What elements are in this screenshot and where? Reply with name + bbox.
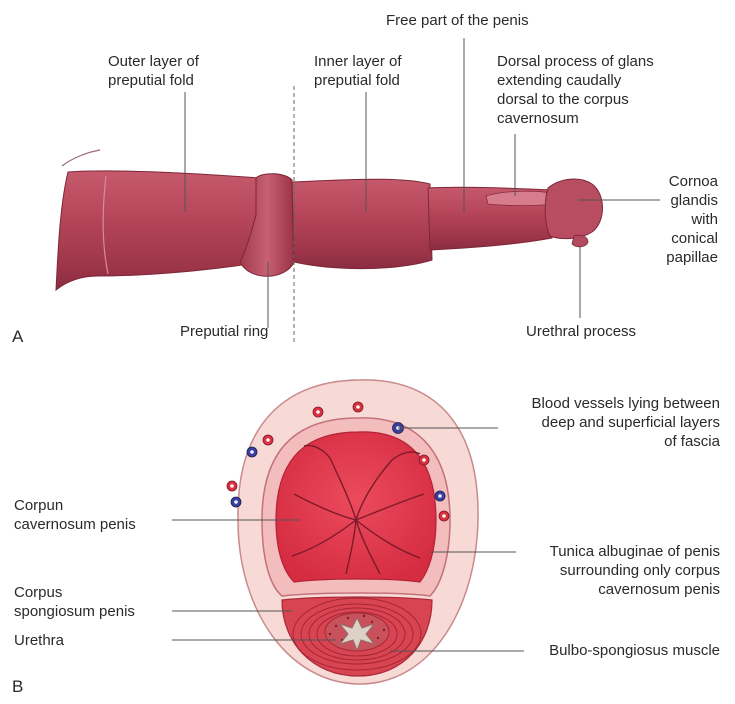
label-corpus-spongiosum: Corpus spongiosum penis [14,583,135,621]
label-tunica-line3: cavernosum penis [490,580,720,599]
label-cornoa-glandis: Cornoa glandis with conical papillae [640,172,718,267]
label-blood-vessels-line1: Blood vessels lying between [470,394,720,413]
outer-preputial-fold [56,171,262,290]
label-cornoa-line1: Cornoa [640,172,718,191]
label-urethra: Urethra [14,631,64,650]
label-bulbo-spongiosus: Bulbo-spongiosus muscle [500,641,720,660]
label-dorsal-process-line1: Dorsal process of glans [497,52,654,71]
label-free-part: Free part of the penis [386,11,529,30]
label-corpus-spongiosum-line1: Corpus [14,583,135,602]
label-corpus-cavernosum-line1: Corpun [14,496,136,515]
label-corpus-cavernosum-line2: cavernosum penis [14,515,136,534]
label-corpus-spongiosum-line2: spongiosum penis [14,602,135,621]
label-corpus-cavernosum: Corpun cavernosum penis [14,496,136,534]
label-dorsal-process-line3: dorsal to the corpus [497,90,654,109]
label-inner-layer-line1: Inner layer of [314,52,402,71]
label-cornoa-line5: papillae [640,248,718,267]
sheath-edge [62,150,100,166]
label-blood-vessels: Blood vessels lying between deep and sup… [470,394,720,451]
urethral-process-shape [572,235,588,247]
label-tunica-line2: surrounding only corpus [490,561,720,580]
label-outer-layer-line1: Outer layer of [108,52,199,71]
label-outer-layer: Outer layer of preputial fold [108,52,199,90]
label-tunica-albuginae: Tunica albuginae of penis surrounding on… [490,542,720,599]
panel-letter-b: B [12,677,23,697]
label-dorsal-process-line2: extending caudally [497,71,654,90]
label-urethral-process: Urethral process [526,322,636,341]
label-blood-vessels-line3: of fascia [470,432,720,451]
panel-letter-a: A [12,327,23,347]
label-tunica-line1: Tunica albuginae of penis [490,542,720,561]
corpus-cavernosum-shape [276,432,436,582]
label-cornoa-line3: with [640,210,718,229]
label-cornoa-line2: glandis [640,191,718,210]
inner-preputial-fold [292,179,432,268]
label-blood-vessels-line2: deep and superficial layers [470,413,720,432]
label-inner-layer: Inner layer of preputial fold [314,52,402,90]
penis-cross-section [227,380,478,684]
label-preputial-ring: Preputial ring [180,322,268,341]
label-inner-layer-line2: preputial fold [314,71,402,90]
label-cornoa-line4: conical [640,229,718,248]
label-outer-layer-line2: preputial fold [108,71,199,90]
label-dorsal-process-line4: cavernosum [497,109,654,128]
label-dorsal-process: Dorsal process of glans extending caudal… [497,52,654,128]
glans-shape [545,179,602,239]
